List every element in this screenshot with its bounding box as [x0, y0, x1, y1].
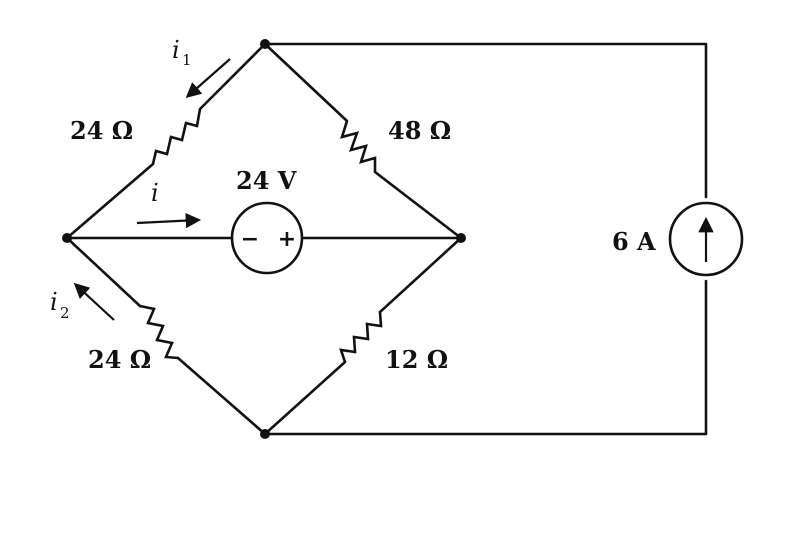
label-current-i2: i	[50, 288, 58, 316]
resistor-top-left	[151, 108, 202, 165]
label-r-bottom-left: 24 Ω	[88, 345, 151, 374]
wire-tl-upper	[198, 42, 267, 111]
label-current-source: 6 A	[612, 227, 656, 256]
wire-br-lower	[263, 360, 347, 436]
wire-tr-upper	[263, 42, 349, 123]
wire-bl-lower	[176, 356, 267, 436]
label-r-top-left: 24 Ω	[70, 116, 133, 145]
label-current-i1-sub: 1	[182, 51, 192, 69]
wire-top-right	[263, 42, 708, 199]
resistor-bottom-right	[339, 311, 383, 363]
label-voltage-source: 24 V	[236, 166, 297, 195]
wire-br-upper	[378, 236, 463, 314]
node-top	[260, 39, 270, 49]
label-r-bottom-right: 12 Ω	[385, 345, 448, 374]
wire-bl-upper	[65, 236, 142, 308]
label-r-top-right: 48 Ω	[388, 116, 451, 145]
wire-tr-lower	[373, 170, 463, 240]
wire-bottom-right	[263, 279, 708, 436]
node-left	[62, 233, 72, 243]
voltage-source	[230, 201, 304, 275]
arrow-i2	[73, 282, 115, 321]
node-bottom	[260, 429, 270, 439]
node-right	[456, 233, 466, 243]
label-current-i: i	[151, 179, 159, 207]
label-current-i1: i	[172, 36, 180, 64]
resistor-bottom-left	[139, 304, 179, 360]
voltage-plus-sign: +	[278, 227, 296, 252]
arrow-i1	[185, 58, 231, 99]
label-current-i2-sub: 2	[60, 304, 70, 322]
voltage-minus-sign: −	[241, 227, 259, 252]
wire-tl-lower	[65, 162, 155, 240]
resistor-top-right	[340, 120, 377, 172]
arrow-i	[136, 212, 202, 229]
